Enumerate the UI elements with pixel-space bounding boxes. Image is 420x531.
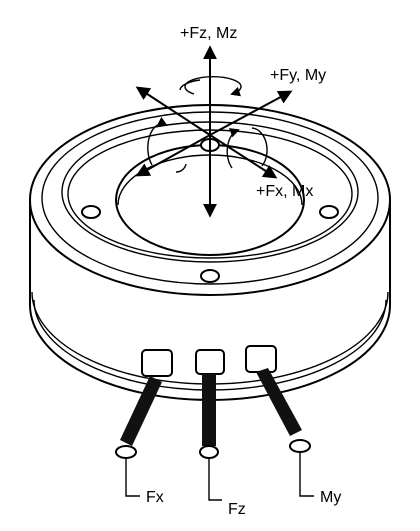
cable-label-my: My xyxy=(320,489,341,506)
cable-connectors xyxy=(115,345,311,480)
x-axis-label: +Fx, Mx xyxy=(256,183,313,200)
mounting-hole-right xyxy=(319,205,339,219)
connector-my xyxy=(245,345,311,480)
mounting-hole-left xyxy=(81,205,101,219)
y-axis-label: +Fy, My xyxy=(270,67,326,84)
x-axis-arrow xyxy=(209,134,278,179)
mz-rotation-arrow xyxy=(184,75,242,97)
mx-rotation-arrow xyxy=(226,128,240,169)
connector-fx xyxy=(115,349,173,480)
z-axis-label: +Fz, Mz xyxy=(180,25,237,42)
cable-leaders xyxy=(125,480,314,501)
y-axis-neg-arrow xyxy=(135,134,211,177)
cable-label-fz: Fz xyxy=(228,501,246,518)
mounting-hole-front xyxy=(200,269,220,283)
coordinate-axes xyxy=(135,45,293,218)
cable-label-fx: Fx xyxy=(146,489,164,506)
x-axis-neg-arrow xyxy=(135,86,211,136)
connector-fz xyxy=(195,349,225,480)
my-rotation-arrow xyxy=(147,116,168,166)
y-axis-arrow xyxy=(209,90,293,136)
